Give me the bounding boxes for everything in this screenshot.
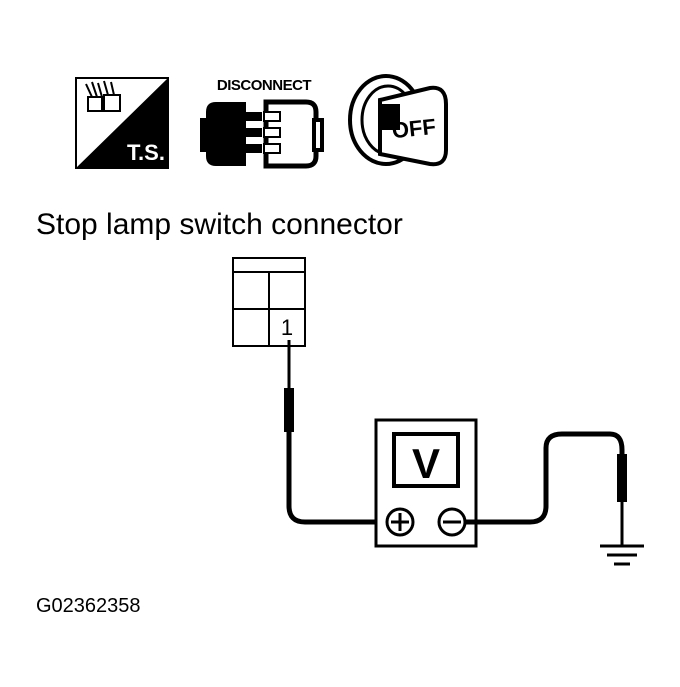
ignition-key-off-icon: OFF [348, 74, 448, 167]
stop-lamp-switch-connector [232, 257, 306, 347]
voltmeter-unit-label: V [412, 440, 440, 487]
positive-probe [284, 340, 294, 432]
ts-label: T.S. [127, 140, 165, 165]
voltmeter: V [374, 418, 478, 548]
disconnect-label: DISCONNECT [217, 77, 312, 94]
terminal-number-label: 1 [281, 315, 293, 340]
ground-symbol-icon [600, 544, 644, 566]
diagram-title: Stop lamp switch connector [36, 208, 403, 241]
connector-sketch-icon [85, 80, 121, 112]
ts-icon: T.S. [75, 77, 169, 169]
voltmeter-display [392, 432, 460, 488]
disconnect-connector-icon: DISCONNECT [200, 77, 324, 169]
negative-terminal-icon [437, 507, 467, 537]
negative-probe [617, 454, 627, 545]
positive-test-lead [286, 432, 400, 525]
positive-terminal-icon [385, 507, 415, 537]
negative-test-lead [465, 431, 625, 525]
off-label: OFF [391, 114, 437, 143]
figure-id: G02362358 [36, 595, 141, 617]
